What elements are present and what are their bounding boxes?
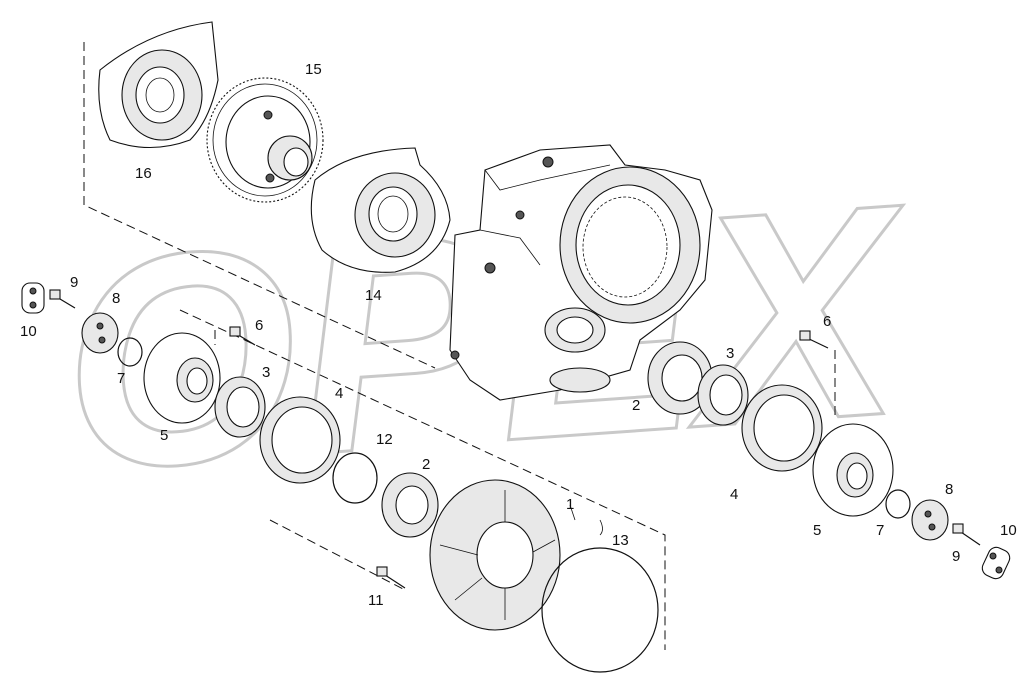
- callout-9-left: 9: [70, 274, 78, 291]
- axle-housing: [449, 144, 713, 401]
- right-side-parts: [647, 330, 1011, 580]
- callout-8-left: 8: [112, 290, 120, 307]
- callout-labels: 15 16 14 9 8 10 7 6 5 3 4 12 2 1 13 11 6…: [20, 61, 1017, 609]
- callout-16: 16: [135, 165, 152, 182]
- callout-7-left: 7: [117, 370, 125, 387]
- callout-8-right: 8: [945, 481, 953, 498]
- leader-lines: [569, 504, 603, 536]
- callout-6-left: 6: [255, 317, 263, 334]
- callout-4-left: 4: [335, 385, 343, 402]
- callout-13: 13: [612, 532, 629, 549]
- dashed-guide-lines: [83, 42, 836, 650]
- callout-3-right: 3: [726, 345, 734, 362]
- callout-11: 11: [368, 592, 384, 609]
- callout-15: 15: [305, 61, 322, 78]
- callout-7-right: 7: [876, 522, 884, 539]
- cover-plate-16: [98, 21, 219, 149]
- callout-9-right: 9: [952, 548, 960, 565]
- callout-10-right: 10: [1000, 522, 1017, 539]
- gear-15: [206, 77, 324, 203]
- callout-5-right: 5: [813, 522, 821, 539]
- callout-5-left: 5: [160, 427, 168, 444]
- callout-3-left: 3: [262, 364, 270, 381]
- callout-2-right: 2: [632, 397, 640, 414]
- callout-6-right: 6: [823, 313, 831, 330]
- callout-2-left: 2: [422, 456, 430, 473]
- callout-10-left: 10: [20, 323, 37, 340]
- callout-1: 1: [566, 496, 574, 513]
- callout-4-right: 4: [730, 486, 738, 503]
- seal-plate-14: [310, 147, 451, 273]
- left-side-parts: [21, 282, 659, 673]
- callout-12: 12: [376, 431, 393, 448]
- callout-14: 14: [365, 287, 382, 304]
